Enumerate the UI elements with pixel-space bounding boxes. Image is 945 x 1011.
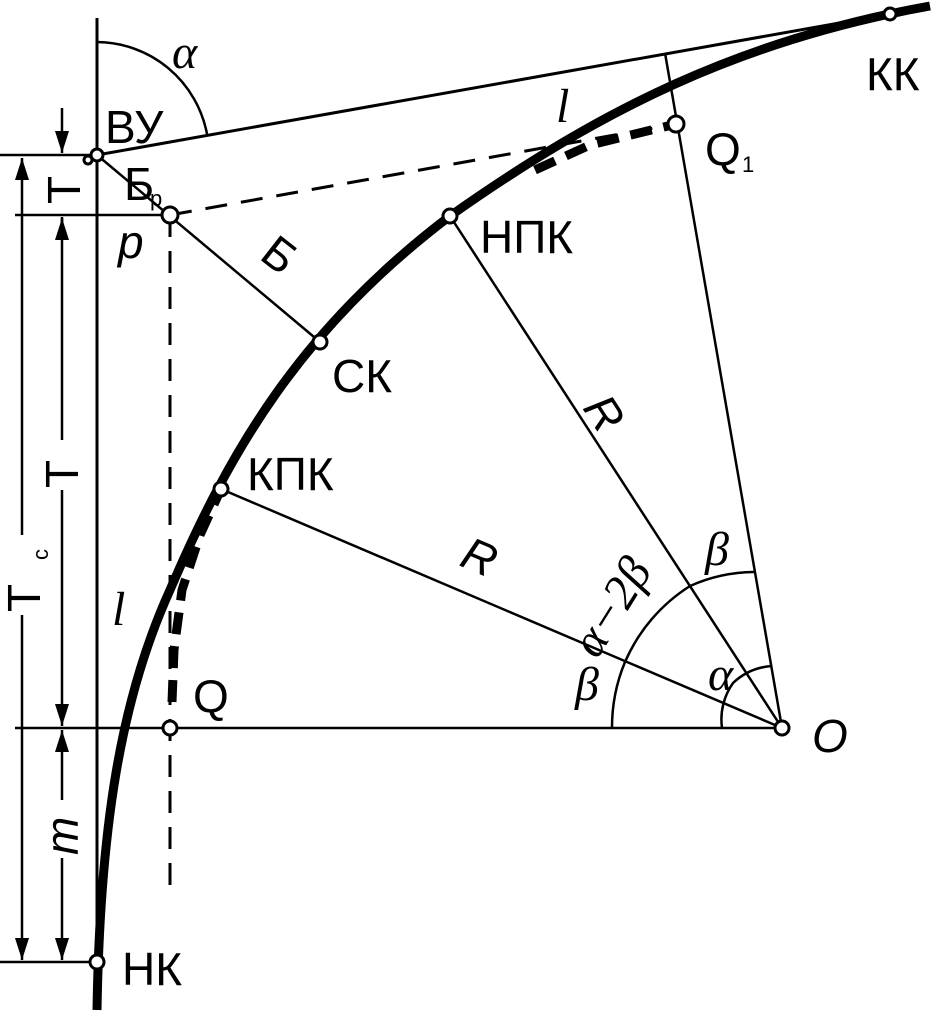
label-alpha-top: α [172,26,198,79]
point-sk [311,333,329,351]
point-kpk [212,480,230,498]
point-kk [882,6,898,22]
transition-dash-upper [533,119,678,175]
bisector-line [96,154,321,343]
second-tangent-line [96,12,891,157]
alpha-angle-arc [96,40,209,135]
label-alpha-center: α [708,648,734,701]
label-m: m [36,817,88,855]
dim-tc-arrow-top [15,158,29,180]
label-r-lower: R [454,526,505,587]
label-r-upper: R [574,385,636,441]
label-o: O [812,710,848,762]
dashed-bp-q1-line [169,122,677,217]
label-q1-sub: 1 [742,152,754,177]
arc-alpha-center [720,664,773,729]
point-nk [88,953,106,971]
radius-o-kpk [220,487,783,730]
m-label-bg [44,800,78,858]
point-vu-secondary [82,154,94,166]
label-l-lower: l [112,583,125,636]
transition-dash-lower [167,487,226,703]
line-o-q1 [663,52,784,729]
label-b: Б [252,225,308,285]
point-vu [89,147,105,163]
label-l-upper: l [556,80,569,133]
label-bp: Б [124,158,154,210]
dim-m-arrow-top [55,730,69,752]
label-beta-lower: β [574,658,599,711]
point-npk [441,207,459,225]
point-o [773,719,791,737]
t-label-bg [44,440,78,490]
label-t-small: Т [38,176,90,204]
label-p: p [116,216,144,268]
tc-label-bg [6,535,40,615]
label-t-main: Т [36,460,88,488]
point-bp [160,205,180,225]
dim-tc-arrow-bottom [15,938,29,960]
label-bp-sub: р [150,186,162,211]
label-kpk: КПК [247,448,334,500]
label-npk: НПК [480,211,573,263]
label-kk: КК [866,48,920,100]
dim-tsmall-arrow-top [55,131,69,153]
label-vu: ВУ [105,101,164,153]
label-q: Q [193,670,229,722]
radius-o-npk [448,215,784,729]
dim-m-arrow-bottom [55,938,69,960]
point-q1 [666,114,686,134]
dim-t-arrow-bottom [55,704,69,726]
arc-alpha-minus-2beta [623,584,691,663]
label-t-c-sub: с [28,549,53,560]
arc-beta-upper [689,570,755,588]
label-q1: Q [705,123,741,175]
label-beta-upper: β [704,523,729,576]
label-alpha-minus-2beta: α−2β [561,548,662,666]
point-q [161,719,179,737]
arc-beta-lower [610,661,627,729]
tsmall-label-bg [44,160,78,205]
label-nk: НК [122,943,182,995]
main-curve [92,1,931,1011]
label-sk: СК [332,350,392,402]
label-t-c: Т [0,584,50,612]
